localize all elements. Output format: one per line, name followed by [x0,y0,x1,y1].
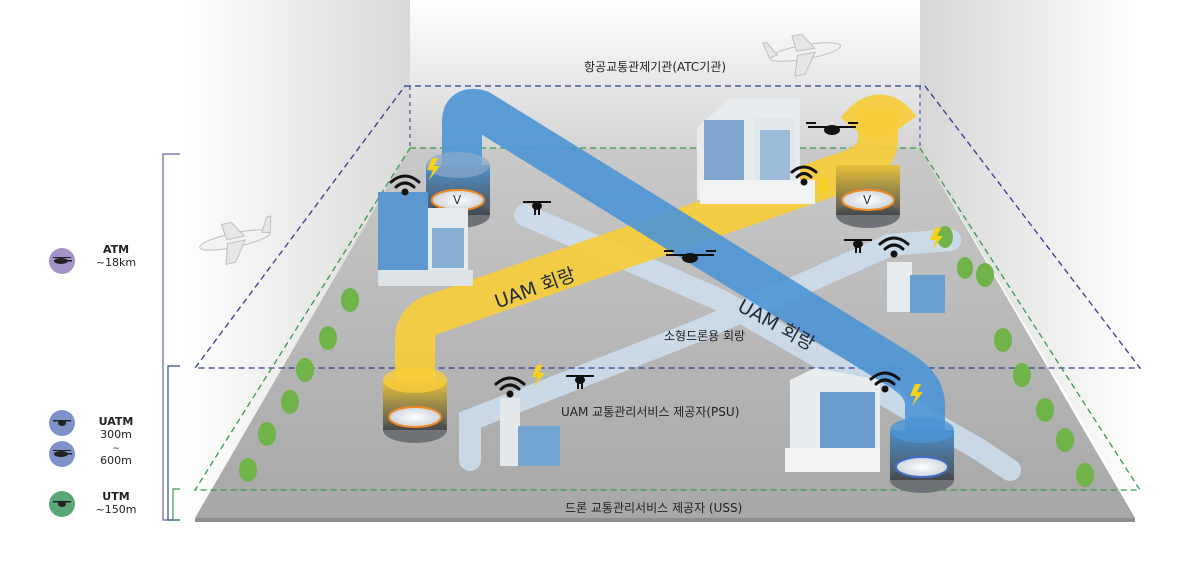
legend-atm-range: ~18km [95,256,137,269]
atc-layer-label: 항공교통관제기관(ATC기관) [584,60,727,74]
psu-layer-label: UAM 교통관리서비스 제공자(PSU) [561,405,740,419]
airplane-icon [199,215,272,266]
legend-atm-title: ATM [102,243,130,256]
drone-corridor-label: 소형드론용 회랑 [664,329,746,343]
legend-utm-range: ~150m [95,503,137,516]
building-icon [887,262,945,313]
vertiport-icon: V [426,152,490,228]
atm-boundary [193,85,1142,369]
legend-utm [49,491,75,517]
uam-corridor-yellow [395,110,898,395]
legend-uatm-label: UATM 300m ~ 600m [93,415,139,467]
legend-uatm-range-bottom: 600m [100,454,132,467]
legend-uatm-heli [49,441,75,467]
airplane-icon [762,33,841,77]
legend-uatm-range-top: 300m [100,428,132,441]
legend-utm-label: UTM ~150m [93,490,139,516]
legend-atm-label: ATM ~18km [93,243,139,269]
uam-corridor-blue [442,88,945,440]
drone-icon [49,491,75,517]
altitude-legend: ATM ~18km UATM 300m ~ 600m UTM ~150m [0,0,180,562]
lightning-icon [427,158,943,406]
legend-atm [49,248,75,274]
svg-text:V: V [453,193,462,207]
floor-front-edge [195,518,1135,522]
legend-uatm-drone [49,410,75,436]
right-wall [920,0,1140,520]
uss-layer-label: 드론 교통관리서비스 제공자 (USS) [565,501,743,515]
tree-icon [239,226,1094,487]
building-icon [500,398,560,466]
drone-icon [523,122,872,389]
legend-uatm-range-mid: ~ [112,444,120,454]
vertiport-icon: V [836,165,900,228]
left-wall [180,0,410,520]
building-icon [378,192,473,286]
vertiport-icon [890,417,954,493]
drone-icon [49,410,75,436]
helicopter-icon [49,248,75,274]
vertiport-icon [383,367,447,443]
helicopter-icon [49,441,75,467]
legend-utm-title: UTM [102,490,130,503]
building-icon [697,98,815,204]
building-icon [785,368,880,472]
svg-text:V: V [863,193,872,207]
wifi-icon [389,165,910,398]
legend-brackets [162,153,180,521]
legend-uatm-title: UATM [98,415,134,428]
